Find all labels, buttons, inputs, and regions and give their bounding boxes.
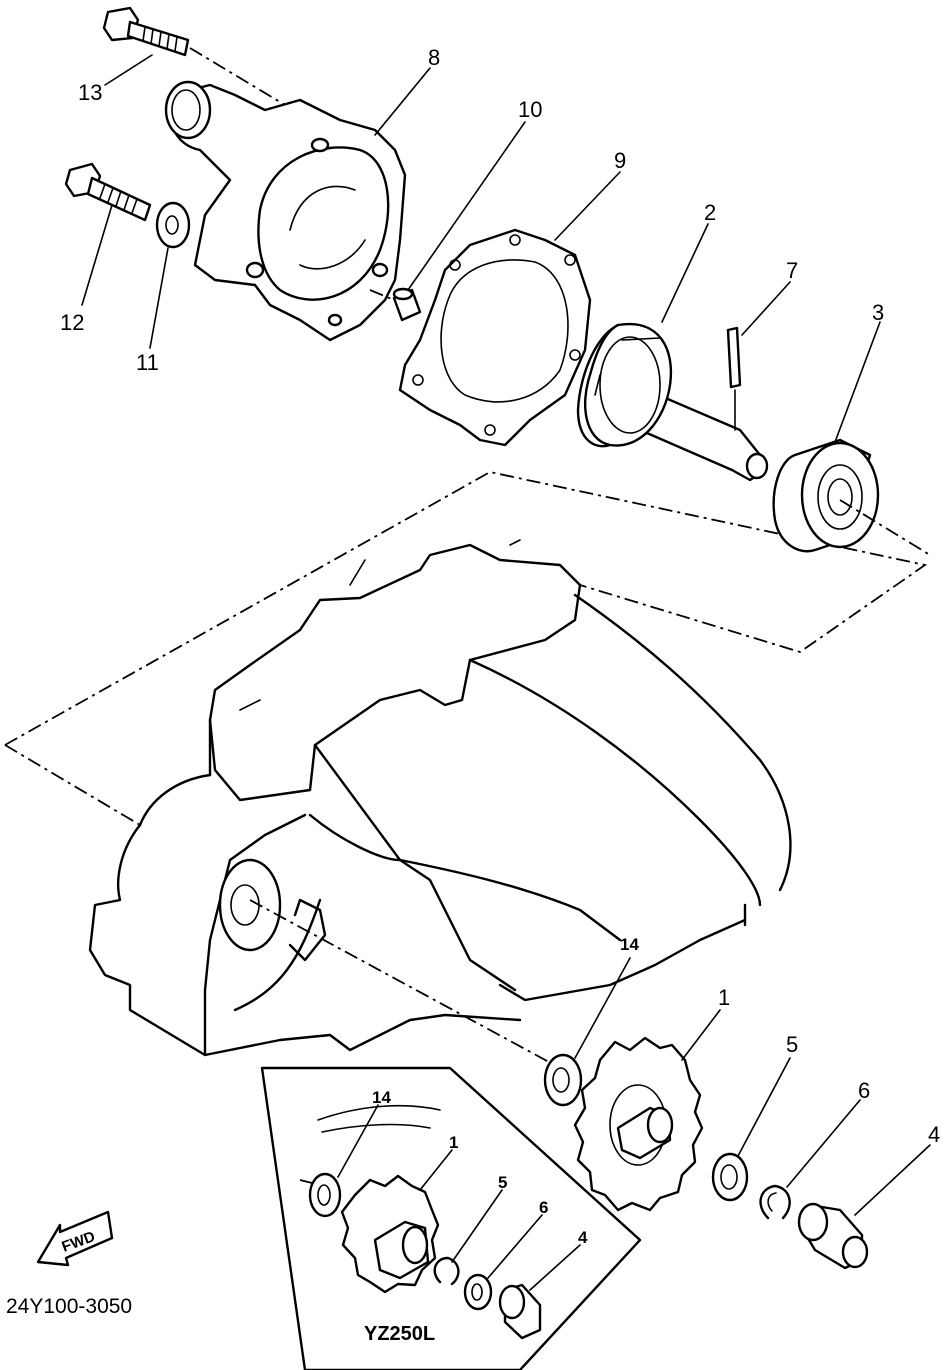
alignment-line-bolt-13: [189, 47, 286, 106]
callout-8: 8: [428, 45, 440, 70]
alignment-line-bearing: [839, 499, 931, 556]
crankcase-cover: [4, 471, 928, 1057]
pin-7: [726, 326, 742, 431]
inset-callout-6: 6: [539, 1198, 548, 1217]
callout-3: 3: [872, 300, 884, 325]
callout-11: 11: [136, 350, 159, 375]
inset-callout-4: 4: [578, 1228, 588, 1247]
callout-7: 7: [786, 258, 798, 283]
callout-5: 5: [786, 1032, 798, 1057]
fwd-arrow: FWD: [36, 1210, 114, 1267]
inset-callout-14: 14: [372, 1088, 391, 1107]
washer-14: [543, 1053, 583, 1107]
inset-model-label: YZ250L: [364, 1323, 435, 1345]
yz250l-inset: YZ250L: [260, 1066, 642, 1370]
circlip-6: [759, 1184, 791, 1220]
alignment-line-lower: [249, 899, 561, 1069]
bearing-3: [772, 438, 880, 553]
callout-1: 1: [718, 985, 730, 1010]
callout-13: 13: [78, 80, 102, 105]
bolt-12: [64, 162, 152, 222]
washer-5: [711, 1152, 749, 1202]
callout-numbers: 13 8 10 9 2 7 3 12 11 14 1 5 6 4 14 1 5 …: [60, 45, 940, 1247]
alignment-line-dowel: [369, 289, 395, 301]
gear-1: [573, 1036, 704, 1212]
callout-2: 2: [704, 200, 716, 225]
callout-10: 10: [518, 97, 542, 122]
inset-callout-1: 1: [449, 1133, 458, 1152]
impeller-2: [576, 322, 769, 482]
dowel-pin-10: [392, 287, 422, 322]
pump-housing-8: [164, 80, 407, 342]
washer-11: [155, 201, 191, 249]
bolt-13: [102, 6, 190, 57]
callout-14: 14: [620, 935, 639, 954]
callout-9: 9: [614, 148, 626, 173]
callout-6: 6: [858, 1078, 870, 1103]
drawing-code: 24Y100-3050: [6, 1295, 132, 1318]
callout-4: 4: [928, 1122, 940, 1147]
shaft-4: [797, 1202, 869, 1270]
callout-leaders: [81, 54, 931, 1291]
inset-callout-5: 5: [498, 1173, 507, 1192]
gasket-9: [398, 228, 592, 447]
callout-12: 12: [60, 310, 84, 335]
